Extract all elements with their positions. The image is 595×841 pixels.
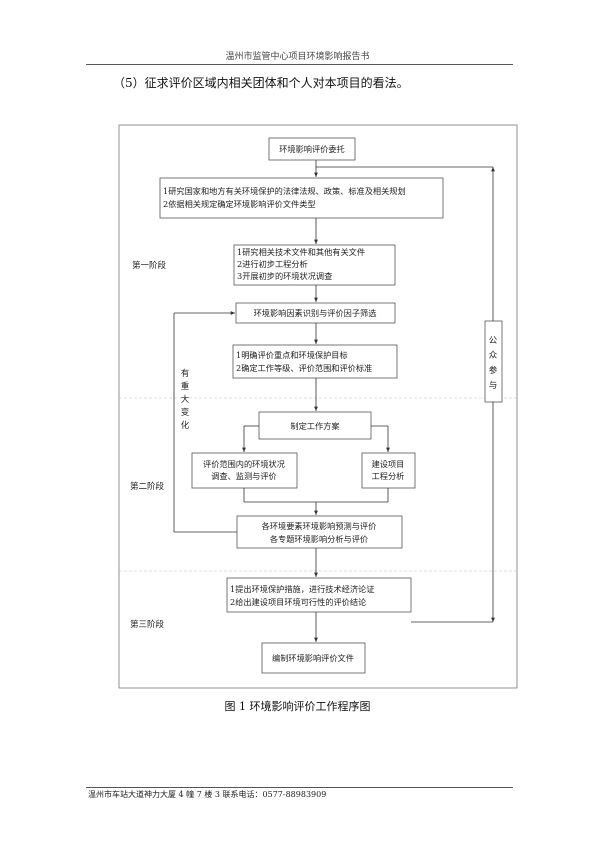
text-b10-line1: 1提出环境保护措施，进行技术经济论证 — [230, 584, 374, 594]
text-b1: 环境影响评价委托 — [279, 144, 345, 154]
diagram-frame — [118, 124, 518, 689]
text-b7-line1: 评价范围内的环境状况 — [203, 459, 285, 469]
major-change-char-4: 变 — [181, 407, 190, 418]
text-b2-line2: 2依据相关规定确定环境影响评价文件类型 — [163, 199, 316, 209]
box-public-participation — [484, 320, 503, 403]
text-b11: 编制环境影响评价文件 — [272, 653, 354, 663]
box-study-docs — [233, 244, 396, 286]
text-b6: 制定工作方案 — [290, 421, 339, 431]
text-b3-line3: 3开展初步的环境状况调查 — [237, 271, 332, 281]
major-change-char-1: 有 — [181, 368, 190, 379]
figure-caption: 图 1 环境影响评价工作程序图 — [224, 700, 371, 713]
box-factor-screening — [235, 302, 396, 324]
box-env-survey — [191, 452, 298, 489]
text-b7-line2: 调查、监测与评价 — [211, 471, 277, 481]
box-measures-conclusion — [226, 577, 412, 613]
text-b9-line2: 各专题环境影响分析与评价 — [270, 534, 368, 544]
stage-label-1: 第一阶段 — [132, 260, 167, 271]
public-char-4: 与 — [489, 381, 498, 391]
box-work-plan — [258, 411, 372, 440]
box-define-targets — [232, 344, 398, 379]
text-b5-line1: 1明确评价重点和环境保护目标 — [236, 350, 348, 360]
box-impact-prediction — [236, 515, 403, 549]
major-change-char-5: 化 — [181, 420, 190, 431]
page-header: 温州市监管中心项目环境影响报告书 — [225, 52, 370, 62]
major-change-char-2: 重 — [181, 381, 190, 392]
section-heading: （5）征求评价区域内相关团体和个人对本项目的看法。 — [113, 76, 409, 90]
footer-rule — [86, 787, 513, 788]
text-b2-line1: 1研究国家和地方有关环境保护的法律法规、政策、标准及相关规划 — [163, 186, 406, 196]
box-eia-commission — [268, 137, 356, 161]
page-footer: 温州市车站大道神力大厦 4 幢 7 楼 3 联系电话：0577-88983909 — [88, 790, 327, 799]
stage-label-3: 第三阶段 — [130, 619, 165, 630]
text-b8-line2: 工程分析 — [372, 471, 405, 481]
text-b4: 环境影响因素识别与评价因子筛选 — [254, 308, 377, 318]
header-rule — [86, 64, 513, 65]
box-study-laws — [159, 177, 444, 219]
public-char-1: 公 — [489, 336, 498, 346]
public-char-2: 众 — [489, 351, 498, 361]
text-b8-line1: 建设项目 — [372, 459, 405, 469]
public-char-3: 参 — [489, 365, 498, 376]
stage-label-2: 第二阶段 — [130, 481, 165, 492]
text-b9-line1: 各环境要素环境影响预测与评价 — [262, 521, 377, 531]
text-b10-line2: 2给出建设项目环境可行性的评价结论 — [230, 597, 366, 607]
box-engineering-analysis — [361, 452, 416, 489]
major-change-char-3: 大 — [181, 394, 190, 405]
text-b3-line1: 1研究相关技术文件和其他有关文件 — [237, 247, 365, 257]
text-b3-line2: 2进行初步工程分析 — [237, 259, 308, 269]
box-compile-document — [261, 642, 366, 674]
text-b5-line2: 2确定工作等级、评价范围和评价标准 — [236, 363, 372, 373]
